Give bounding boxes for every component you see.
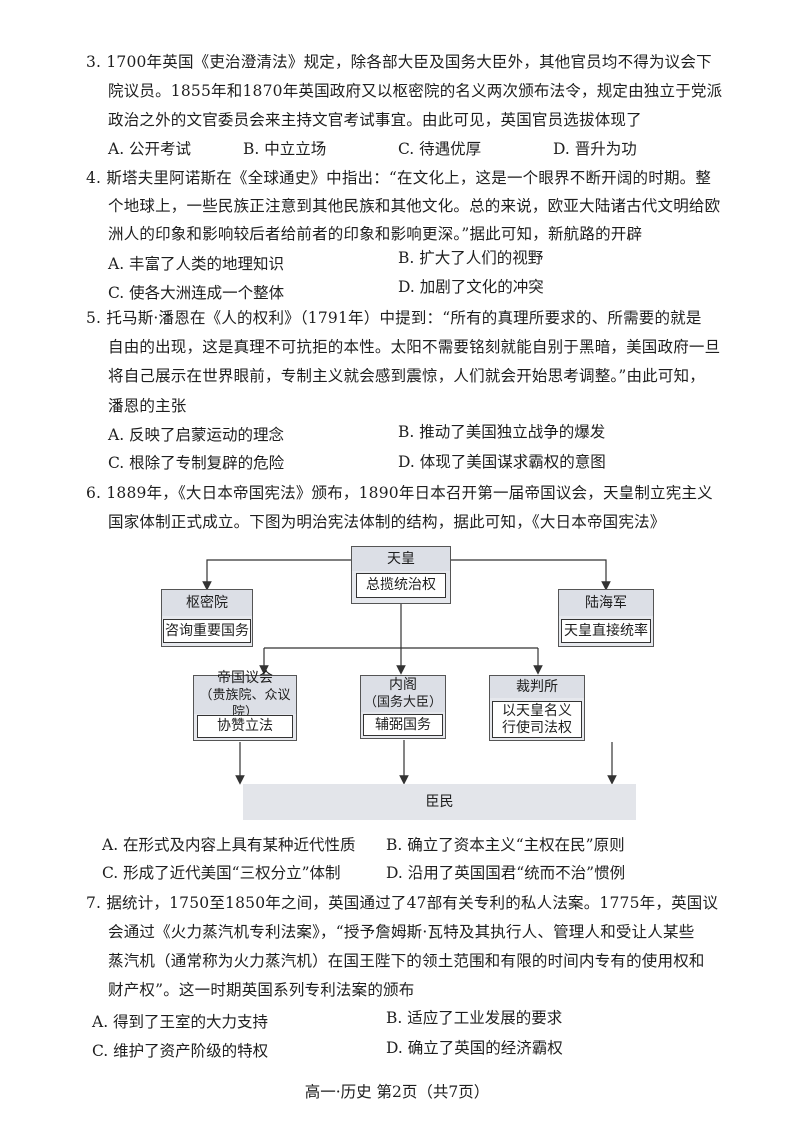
q5-stem-line-4: 潘恩的主张 — [108, 397, 187, 415]
privy-council-role: 咨询重要国务 — [163, 619, 251, 643]
q5-option-a: A. 反映了启蒙运动的理念 — [108, 426, 285, 444]
emperor-power-label: 总揽统治权 — [356, 573, 446, 598]
q7-stem-line-3: 蒸汽机（通常称为火力蒸汽机）在国王陛下的领土范围和有限的时间内专有的使用权和 — [108, 952, 705, 970]
q3-stem-line-3: 政治之外的文官委员会来主持文官考试事宜。由此可见，英国官员选拔体现了 — [108, 111, 642, 129]
q5-option-d: D. 体现了美国谋求霸权的意图 — [398, 453, 606, 471]
privy-council-label: 枢密院 — [162, 590, 252, 616]
q5-option-b: B. 推动了美国独立战争的爆发 — [398, 423, 606, 441]
imperial-diet-header: 帝国议会 （贵族院、众议院） — [194, 670, 296, 720]
q4-stem-line-1: 4. 斯塔夫里阿诺斯在《全球通史》中指出：“在文化上，这是一个眼界不断开阔的时期… — [86, 169, 712, 187]
q7-option-d: D. 确立了英国的经济霸权 — [386, 1039, 563, 1057]
q4-option-d: D. 加剧了文化的冲突 — [398, 278, 544, 296]
q3-option-c: C. 待遇优厚 — [398, 140, 482, 158]
imperial-diet-label: 帝国议会 — [217, 669, 273, 686]
q5-stem-line-1: 5. 托马斯·潘恩在《人的权利》（1791年）中提到：“所有的真理所要求的、所需… — [86, 309, 702, 327]
q6-option-a: A. 在形式及内容上具有某种近代性质 — [102, 836, 356, 854]
q5-stem-line-3: 将自己展示在世界眼前，专制主义就会感到震惊，人们就会开始思考调整。”由此可知， — [108, 367, 705, 385]
court-role-line-2: 行使司法权 — [502, 719, 572, 736]
subjects-node: 臣民 — [243, 784, 636, 820]
q7-stem-line-2: 会通过《火力蒸汽机专利法案》，“授予詹姆斯·瓦特及其执行人、管理人和受让人某些 — [108, 923, 695, 941]
q7-stem-line-1: 7. 据统计，1750至1850年之间，英国通过了47部有关专利的私人法案。17… — [86, 894, 719, 912]
q3-option-d: D. 晋升为功 — [553, 140, 637, 158]
q4-stem-line-2: 个地球上，一些民族正注意到其他民族和其他文化。总的来说，欧亚大陆诸古代文明给欧 — [108, 197, 721, 215]
cabinet-ministers: （国务大臣） — [363, 695, 442, 710]
q6-stem-line-1: 6. 1889年，《大日本帝国宪法》颁布，1890年日本召开第一届帝国议会，天皇… — [86, 484, 713, 502]
q7-option-b: B. 适应了工业发展的要求 — [386, 1009, 563, 1027]
army-navy-role: 天皇直接统率 — [561, 619, 651, 643]
court-label: 裁判所 — [490, 676, 584, 698]
court-role: 以天皇名义 行使司法权 — [492, 701, 582, 738]
q7-stem-line-4: 财产权”。这一时期英国系列专利法案的颁布 — [108, 981, 415, 999]
q4-option-b: B. 扩大了人们的视野 — [398, 249, 544, 267]
q5-option-c: C. 根除了专制复辟的危险 — [108, 454, 285, 472]
q3-option-a: A. 公开考试 — [108, 140, 192, 158]
q6-stem-line-2: 国家体制正式成立。下图为明治宪法体制的结构，据此可知，《大日本帝国宪法》 — [108, 513, 666, 531]
emperor-label: 天皇 — [352, 547, 450, 571]
page-footer: 高一·历史 第2页（共7页） — [304, 1083, 490, 1101]
army-navy-label: 陆海军 — [559, 590, 653, 616]
q7-option-c: C. 维护了资产阶级的特权 — [92, 1042, 269, 1060]
cabinet-header: 内阁 （国务大臣） — [361, 676, 445, 712]
q4-option-a: A. 丰富了人类的地理知识 — [108, 255, 285, 273]
q7-option-a: A. 得到了王室的大力支持 — [92, 1013, 269, 1031]
q6-option-d: D. 沿用了英国国君“统而不治”惯例 — [386, 864, 626, 882]
imperial-diet-role: 协赞立法 — [197, 715, 293, 738]
q6-option-b: B. 确立了资本主义“主权在民”原则 — [386, 836, 625, 854]
q6-option-c: C. 形成了近代美国“三权分立”体制 — [102, 864, 341, 882]
q3-option-b: B. 中立立场 — [243, 140, 327, 158]
cabinet-label: 内阁 — [389, 677, 417, 693]
q4-option-c: C. 使各大洲连成一个整体 — [108, 284, 285, 302]
q3-stem-line-1: 3. 1700年英国《吏治澄清法》规定，除各部大臣及国务大臣外，其他官员均不得为… — [86, 53, 712, 71]
q5-stem-line-2: 自由的出现，这是真理不可抗拒的本性。太阳不需要铭刻就能自别于黑暗，美国政府一旦 — [108, 338, 721, 356]
q4-stem-line-3: 洲人的印象和影响较后者给前者的印象和影响更深。”据此可知，新航路的开辟 — [108, 225, 643, 243]
connector-army — [451, 559, 611, 591]
court-role-line-1: 以天皇名义 — [502, 702, 572, 719]
connector-privy — [202, 559, 351, 591]
q3-stem-line-2: 院议员。1855年和1870年英国政府又以枢密院的名义两次颁布法令，规定由独立于… — [108, 82, 723, 100]
cabinet-role: 辅弼国务 — [363, 714, 443, 736]
